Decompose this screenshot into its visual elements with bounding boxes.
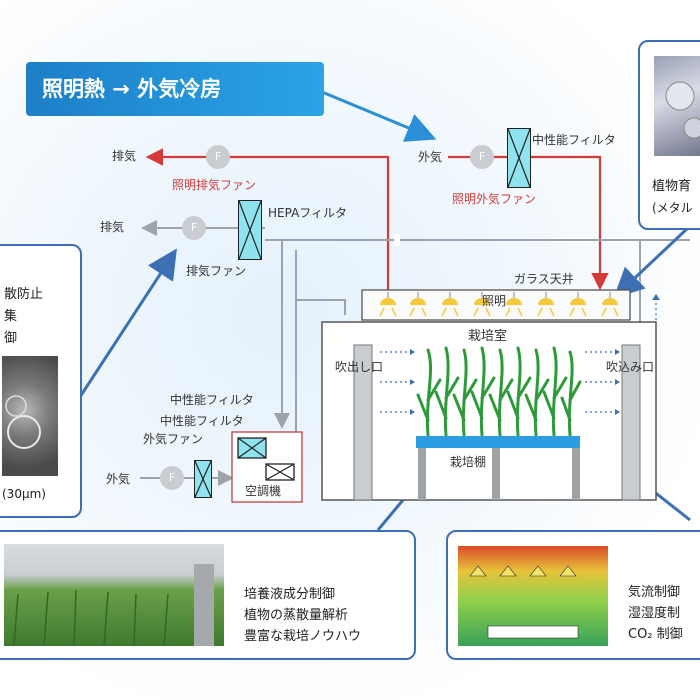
lighting-exhaust-fan-icon: F bbox=[206, 145, 230, 169]
glass-ceiling-label: ガラス天井 bbox=[514, 272, 574, 286]
outside-fan-icon: F bbox=[160, 466, 184, 490]
exhaust-fan-label: 排気ファン bbox=[186, 264, 247, 278]
bottom-left-info-panel: 培養液成分制御 植物の蒸散量解析 豊富な栽培ノウハウ bbox=[0, 530, 416, 660]
plants bbox=[416, 346, 582, 437]
medium-filter-label-1: 中性能フィルタ bbox=[170, 393, 254, 407]
top-right-pointer bbox=[613, 224, 692, 299]
medium-filter-bottom-icon bbox=[194, 460, 212, 498]
hepa-filter-icon bbox=[238, 200, 262, 260]
left-panel-line-1: 散防止 bbox=[4, 287, 44, 302]
bottom-right-line-3: CO₂ 制御 bbox=[628, 627, 683, 642]
outside-fan-label: 外気ファン bbox=[143, 432, 204, 446]
bottom-left-line-3: 豊富な栽培ノウハウ bbox=[244, 629, 362, 644]
air-conditioner-label: 空調機 bbox=[245, 484, 282, 498]
exhaust-fan-icon: F bbox=[182, 216, 206, 240]
left-panel-line-2: 集 bbox=[4, 309, 18, 324]
cultivation-room-label: 栽培室 bbox=[468, 329, 508, 344]
lighting-exhaust-fan-label: 照明排気ファン bbox=[172, 178, 257, 192]
bottom-right-line-2: 湿湿度制 bbox=[628, 606, 681, 621]
left-info-panel: 散防止 集 御 (30μm) bbox=[0, 244, 82, 518]
title-banner: 照明熱 → 外気冷房 bbox=[26, 62, 324, 116]
left-panel-line-3: 御 bbox=[4, 331, 18, 346]
lamp-photo bbox=[654, 56, 700, 156]
outside-air-bottom-label: 外気 bbox=[106, 472, 131, 486]
microscope-image bbox=[2, 356, 58, 476]
cultivation-shelf bbox=[416, 436, 580, 448]
lamps bbox=[380, 298, 618, 305]
left-panel-scale: (30μm) bbox=[2, 487, 46, 501]
bottom-left-line-2: 植物の蒸散量解析 bbox=[244, 608, 349, 623]
airflow-arrows bbox=[380, 351, 615, 413]
bottom-right-line-1: 気流制御 bbox=[628, 585, 681, 600]
bottom-right-info-panel: 気流制御 湿湿度制 CO₂ 制御 bbox=[446, 530, 700, 660]
medium-filter-top-icon bbox=[507, 128, 531, 188]
hepa-filter-label: HEPAフィルタ bbox=[268, 206, 348, 220]
top-right-info-panel: 植物育 (メタル bbox=[638, 40, 700, 230]
lighting-intake-duct bbox=[448, 155, 609, 291]
inlet-label: 吹込み口 bbox=[606, 360, 655, 374]
light-rays bbox=[379, 307, 619, 317]
medium-filter-top-label: 中性能フィルタ bbox=[532, 133, 616, 147]
outlet-duct bbox=[353, 344, 373, 501]
greenhouse-photo bbox=[4, 544, 224, 647]
medium-filter-label-2: 中性能フィルタ bbox=[160, 414, 244, 428]
outside-air-top-label: 外気 bbox=[418, 150, 443, 164]
exhaust-red-label: 排気 bbox=[112, 149, 137, 163]
outlet-label: 吹出し口 bbox=[335, 360, 384, 374]
title-arrow bbox=[321, 90, 437, 142]
simulation-image bbox=[458, 546, 608, 646]
cultivation-shelf-label: 栽培棚 bbox=[450, 455, 487, 469]
lighting-outside-fan-label: 照明外気ファン bbox=[452, 192, 537, 206]
top-right-line-1: 植物育 bbox=[652, 179, 692, 194]
lighting-label: 照明 bbox=[482, 294, 507, 308]
left-panel-pointer bbox=[76, 248, 177, 401]
lighting-outside-fan-icon: F bbox=[470, 145, 494, 169]
inlet-duct bbox=[621, 344, 641, 501]
exhaust-gray-label: 排気 bbox=[100, 220, 125, 234]
top-right-line-2: (メタル bbox=[652, 201, 693, 215]
bottom-left-line-1: 培養液成分制御 bbox=[244, 587, 336, 602]
